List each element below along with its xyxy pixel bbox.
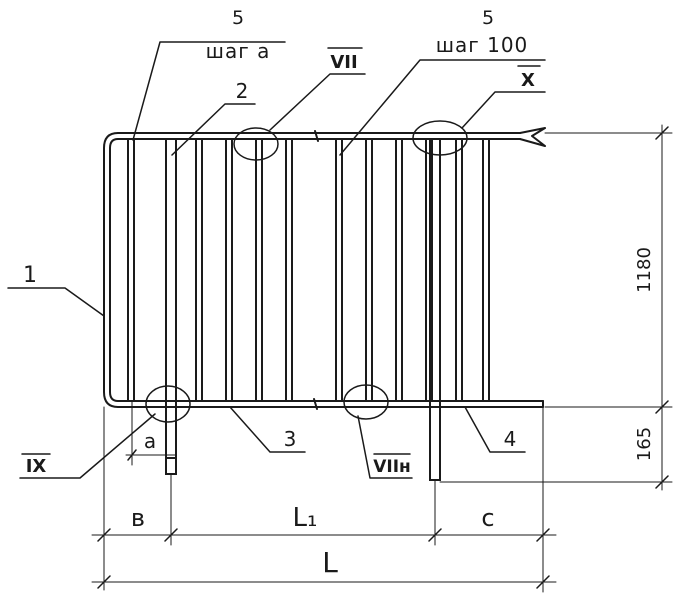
- leader-1: [7, 287, 105, 317]
- dim-tick-a: [127, 449, 137, 461]
- joint-mark-bottom: [313, 398, 318, 410]
- dim-tick-row2: [97, 575, 550, 589]
- leader-lines: [7, 41, 546, 479]
- detail-circle-vii: [233, 127, 279, 161]
- joint-mark-top: [314, 130, 319, 142]
- frame-rods: [103, 127, 546, 410]
- detail-label-viin: VIIн: [373, 457, 411, 477]
- dim-label-l: L: [322, 546, 338, 579]
- leader-vii: [269, 73, 366, 131]
- detail-label-ix: IX: [26, 456, 47, 477]
- callout-4: 4: [504, 427, 517, 451]
- dim-tick-row1: [97, 528, 550, 542]
- vertical-bar: [395, 138, 403, 402]
- callout-5-right: 5: [482, 7, 494, 29]
- dimension-lines: [91, 124, 673, 593]
- vertical-bar: [285, 138, 293, 402]
- detail-label-x: X: [521, 70, 535, 91]
- vertical-bar: [195, 138, 203, 402]
- leader-3: [229, 406, 306, 453]
- vertical-bar: [335, 138, 343, 402]
- callout-step-a: шаг a: [206, 39, 271, 63]
- vertical-bars: [127, 138, 490, 481]
- detail-circle-ix: [145, 385, 191, 423]
- detail-circles: [145, 120, 468, 423]
- detail-circle-viin: [343, 384, 389, 420]
- dim-label-b: в: [131, 504, 145, 532]
- detail-label-vii: VII: [330, 52, 357, 73]
- leader-ix: [19, 413, 156, 479]
- vertical-bar: [365, 138, 373, 402]
- vertical-bar: [255, 138, 263, 402]
- vertical-bar: [482, 138, 490, 402]
- leader-viin: [357, 415, 413, 479]
- dim-label-1180: 1180: [634, 247, 655, 293]
- dim-label-a: a: [144, 429, 156, 453]
- leader-4: [464, 406, 526, 453]
- dim-tick: [655, 126, 669, 489]
- callout-step-100: шаг 100: [436, 33, 529, 57]
- vertical-bar: [127, 138, 135, 402]
- labels: 5 шаг a 5 шаг 100 2 VII X 1 3 4 IX VIIн …: [21, 7, 655, 579]
- vertical-bar: [225, 138, 233, 402]
- left-rod-inner: [109, 138, 119, 402]
- vertical-bar: [455, 138, 463, 402]
- callout-5-left: 5: [232, 7, 244, 29]
- dim-label-165: 165: [634, 427, 655, 461]
- callout-3: 3: [284, 427, 297, 451]
- leader-5-left: [132, 41, 286, 141]
- leader-2: [171, 103, 256, 156]
- detail-circle-x: [412, 120, 468, 156]
- top-rod-end: [519, 127, 546, 147]
- dim-label-l1: L₁: [293, 503, 318, 533]
- leader-5-right: [339, 59, 546, 156]
- callout-2: 2: [236, 79, 249, 103]
- leader-x: [461, 91, 546, 129]
- left-rod: [103, 132, 119, 408]
- callout-1: 1: [23, 263, 37, 288]
- extended-bar-left: [165, 138, 177, 475]
- dim-label-c: c: [481, 504, 494, 532]
